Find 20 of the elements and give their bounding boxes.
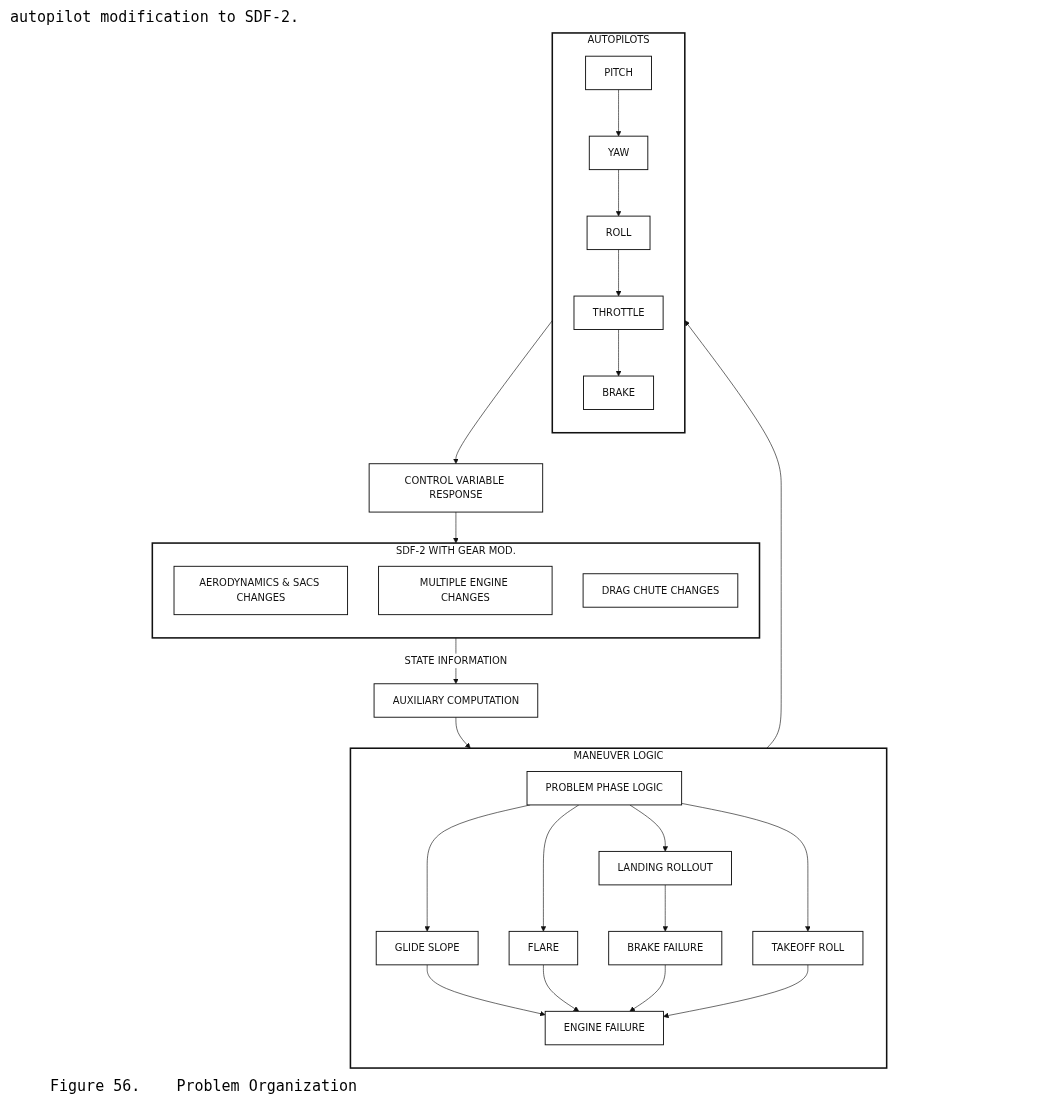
node-box: FLARE	[508, 930, 579, 966]
node-box: LANDING ROLLOUT	[598, 850, 732, 886]
figure-caption: Figure 56. Problem Organization	[50, 1077, 359, 1095]
node-box: AUXILIARY COMPUTATION	[373, 683, 539, 718]
edge-label: STATE INFORMATION	[404, 654, 508, 667]
node-box: ROLL	[586, 215, 651, 251]
node-box: ENGINE FAILURE	[544, 1010, 664, 1046]
node-box: PITCH	[585, 55, 652, 91]
node-box: DRAG CHUTE CHANGES	[582, 573, 739, 608]
node-box: YAW	[588, 135, 649, 171]
node-box: MULTIPLE ENGINE CHANGES	[378, 565, 553, 616]
node-box: AERODYNAMICS & SACS CHANGES	[173, 565, 349, 616]
node-box: GLIDE SLOPE	[375, 930, 479, 966]
node-box: TAKEOFF ROLL	[752, 930, 864, 966]
node-box: CONTROL VARIABLE RESPONSE	[368, 463, 544, 513]
text-fragment: autopilot modification to SDF-2.	[10, 8, 300, 26]
node-box: BRAKE FAILURE	[608, 930, 723, 966]
node-box: THROTTLE	[573, 295, 664, 330]
node-box: PROBLEM PHASE LOGIC	[526, 771, 683, 806]
node-box: BRAKE	[583, 375, 655, 410]
